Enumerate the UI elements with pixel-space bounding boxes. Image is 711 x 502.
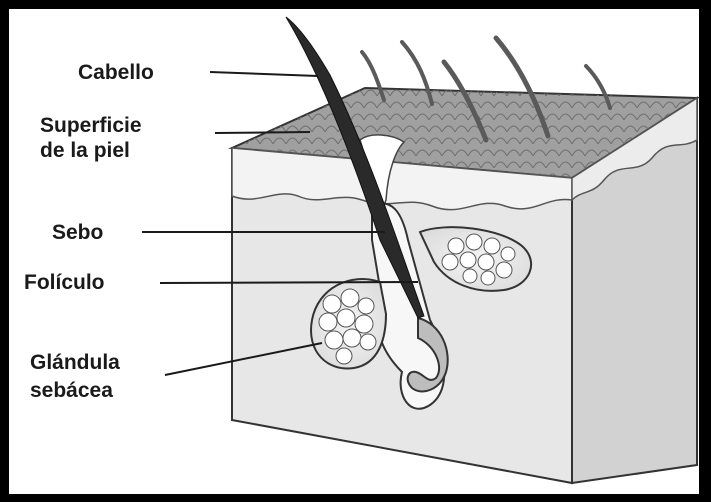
skin-surface-label-line2: de la piel [40,139,130,162]
sebum-label: Sebo [52,221,103,244]
hair-leader [210,72,318,76]
follicle-leader [160,282,418,283]
hair-label: Cabello [78,61,154,84]
skin-surface-label-line1: Superficie [40,114,142,137]
skin-surface-leader [215,132,310,133]
gland-label-line1: Glándula [30,351,120,374]
gland-label-line2: sebácea [30,379,113,402]
follicle-label: Folículo [24,271,105,294]
